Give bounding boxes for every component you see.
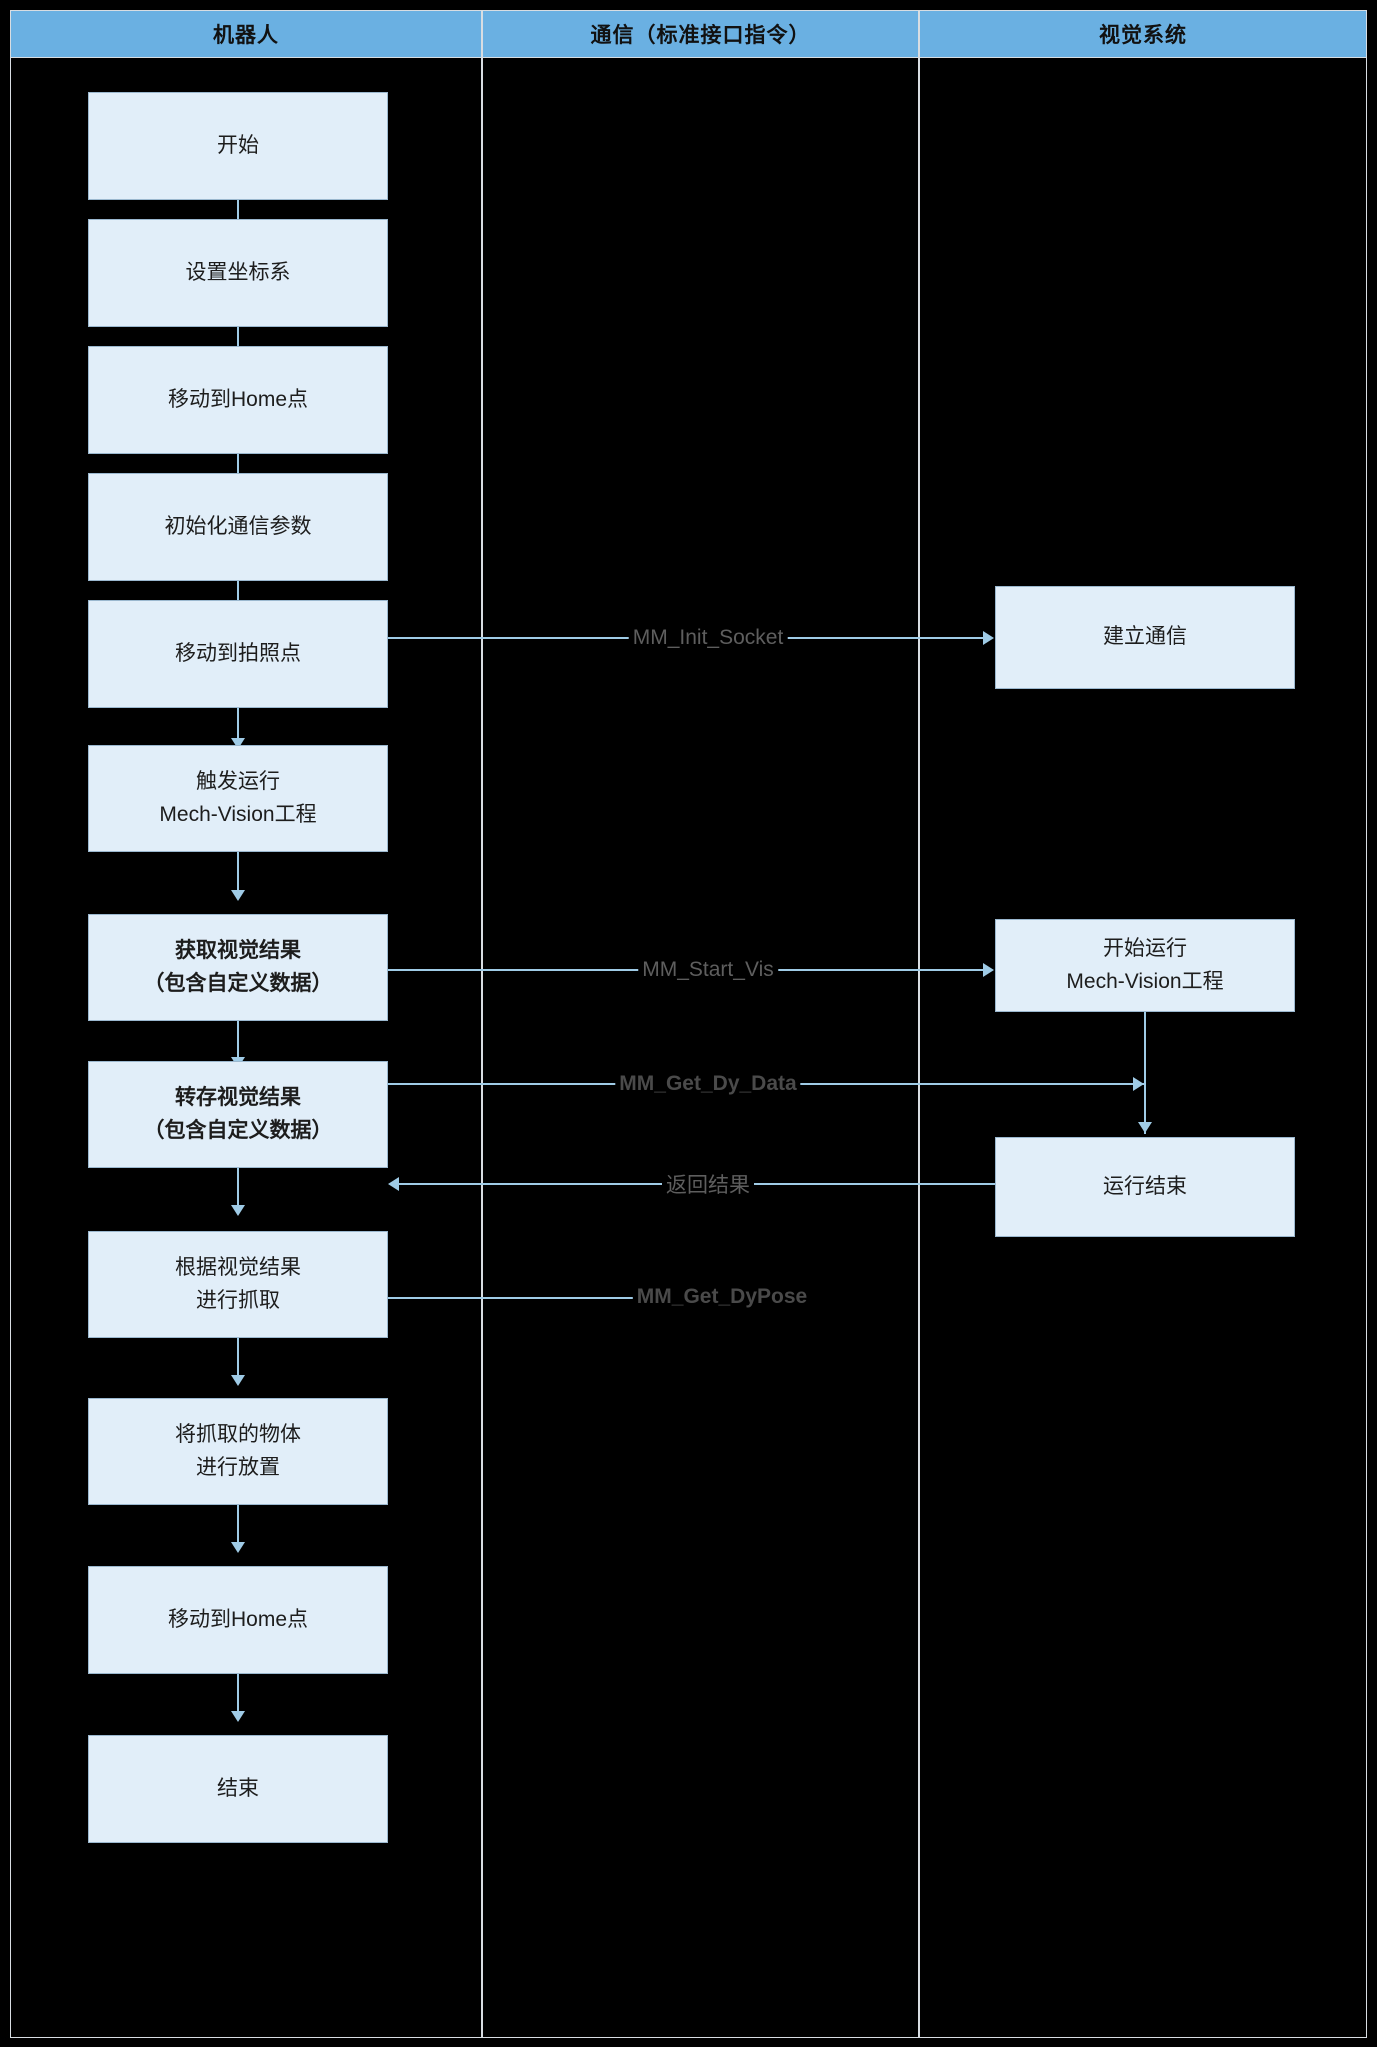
arrowhead-trigger-run-to-get-result bbox=[231, 890, 245, 901]
node-place[interactable]: 将抓取的物体 进行放置 bbox=[88, 1398, 388, 1505]
message-label-get-dy-data: MM_Get_Dy_Data bbox=[615, 1072, 801, 1096]
node-save-result-line-0: 转存视觉结果 bbox=[175, 1085, 301, 1109]
node-set-coord-line-0: 设置坐标系 bbox=[185, 260, 291, 284]
connector-start-run-to-run-finish bbox=[1144, 1012, 1146, 1134]
connector-move-home-1-to-init-comm bbox=[237, 454, 239, 486]
node-get-result-line-0: 获取视觉结果 bbox=[175, 938, 301, 962]
connector-pick-to-place bbox=[237, 1338, 239, 1380]
node-end-line-0: 结束 bbox=[217, 1776, 259, 1800]
node-place-line-0: 将抓取的物体 bbox=[175, 1422, 301, 1446]
connector-get-result-to-save-result bbox=[237, 1021, 239, 1063]
connector-move-home-2-to-end bbox=[237, 1674, 239, 1716]
node-run-finish[interactable]: 运行结束 bbox=[995, 1137, 1295, 1237]
lane-title-robot: 机器人 bbox=[213, 24, 279, 47]
node-save-result-line-1: （包含自定义数据） bbox=[143, 1118, 333, 1142]
node-build-comm-line-0: 建立通信 bbox=[1103, 625, 1187, 649]
lane-title-vision: 视觉系统 bbox=[1099, 24, 1187, 47]
arrowhead-get-dy-data bbox=[1133, 1077, 1144, 1091]
node-start-line-0: 开始 bbox=[217, 133, 259, 157]
arrowhead-move-capture-to-trigger-run bbox=[231, 738, 245, 749]
connector-trigger-run-to-get-result bbox=[237, 852, 239, 894]
node-move-capture[interactable]: 移动到拍照点 bbox=[88, 600, 388, 708]
node-start-run-line-1: Mech-Vision工程 bbox=[1066, 969, 1224, 993]
node-move-capture-line-0: 移动到拍照点 bbox=[175, 641, 301, 665]
node-move-home-1[interactable]: 移动到Home点 bbox=[88, 346, 388, 454]
node-get-result[interactable]: 获取视觉结果 （包含自定义数据） bbox=[88, 914, 388, 1021]
node-save-result[interactable]: 转存视觉结果 （包含自定义数据） bbox=[88, 1061, 388, 1168]
arrowhead-start-vis bbox=[983, 963, 994, 977]
node-init-comm-line-0: 初始化通信参数 bbox=[164, 514, 312, 538]
connector-init-comm-to-move-capture bbox=[237, 581, 239, 613]
node-place-line-1: 进行放置 bbox=[196, 1455, 280, 1479]
node-build-comm[interactable]: 建立通信 bbox=[995, 586, 1295, 689]
node-pick-line-1: 进行抓取 bbox=[196, 1288, 280, 1312]
node-start[interactable]: 开始 bbox=[88, 92, 388, 200]
node-move-home-2-line-0: 移动到Home点 bbox=[167, 1607, 309, 1631]
message-label-start-vis: MM_Start_Vis bbox=[638, 958, 778, 982]
node-move-home-1-line-0: 移动到Home点 bbox=[167, 387, 309, 411]
connector-move-capture-to-trigger-run bbox=[237, 708, 239, 740]
lane-header-vision: 视觉系统 bbox=[919, 10, 1367, 58]
lane-header-robot: 机器人 bbox=[10, 10, 482, 58]
node-trigger-run[interactable]: 触发运行 Mech-Vision工程 bbox=[88, 745, 388, 852]
node-run-finish-line-0: 运行结束 bbox=[1103, 1174, 1187, 1198]
node-trigger-run-line-1: Mech-Vision工程 bbox=[159, 802, 317, 826]
node-get-result-line-1: （包含自定义数据） bbox=[143, 971, 333, 995]
arrowhead-pick-to-place bbox=[231, 1375, 245, 1386]
node-set-coord[interactable]: 设置坐标系 bbox=[88, 219, 388, 327]
connector-place-to-move-home-2 bbox=[237, 1505, 239, 1547]
connector-set-coord-to-move-home-1 bbox=[237, 327, 239, 359]
connector-get-dy-pose bbox=[388, 1297, 640, 1299]
message-label-get-dy-pose: MM_Get_DyPose bbox=[632, 1285, 812, 1309]
connector-save-result-to-pick bbox=[237, 1168, 239, 1210]
message-label-init-socket: MM_Init_Socket bbox=[628, 626, 788, 650]
lane-body-robot bbox=[10, 58, 482, 2038]
arrowhead-save-result-to-pick bbox=[231, 1205, 245, 1216]
arrowhead-init-socket bbox=[983, 631, 994, 645]
lane-title-comm: 通信（标准接口指令） bbox=[590, 24, 811, 47]
message-label-return-result: 返回结果 bbox=[662, 1169, 754, 1199]
arrowhead-start-run-to-run-finish bbox=[1138, 1122, 1152, 1133]
node-trigger-run-line-0: 触发运行 bbox=[196, 769, 280, 793]
lane-body-comm bbox=[482, 58, 919, 2038]
node-start-run[interactable]: 开始运行 Mech-Vision工程 bbox=[995, 919, 1295, 1012]
node-pick[interactable]: 根据视觉结果 进行抓取 bbox=[88, 1231, 388, 1338]
node-move-home-2[interactable]: 移动到Home点 bbox=[88, 1566, 388, 1674]
lane-body-vision bbox=[919, 58, 1367, 2038]
node-init-comm[interactable]: 初始化通信参数 bbox=[88, 473, 388, 581]
arrowhead-move-home-2-to-end bbox=[231, 1711, 245, 1722]
connector-start-to-set-coord bbox=[237, 200, 239, 232]
node-start-run-line-0: 开始运行 bbox=[1103, 936, 1187, 960]
lane-header-comm: 通信（标准接口指令） bbox=[482, 10, 919, 58]
arrowhead-return-result bbox=[388, 1177, 399, 1191]
node-end[interactable]: 结束 bbox=[88, 1735, 388, 1843]
node-pick-line-0: 根据视觉结果 bbox=[175, 1255, 301, 1279]
arrowhead-place-to-move-home-2 bbox=[231, 1542, 245, 1553]
